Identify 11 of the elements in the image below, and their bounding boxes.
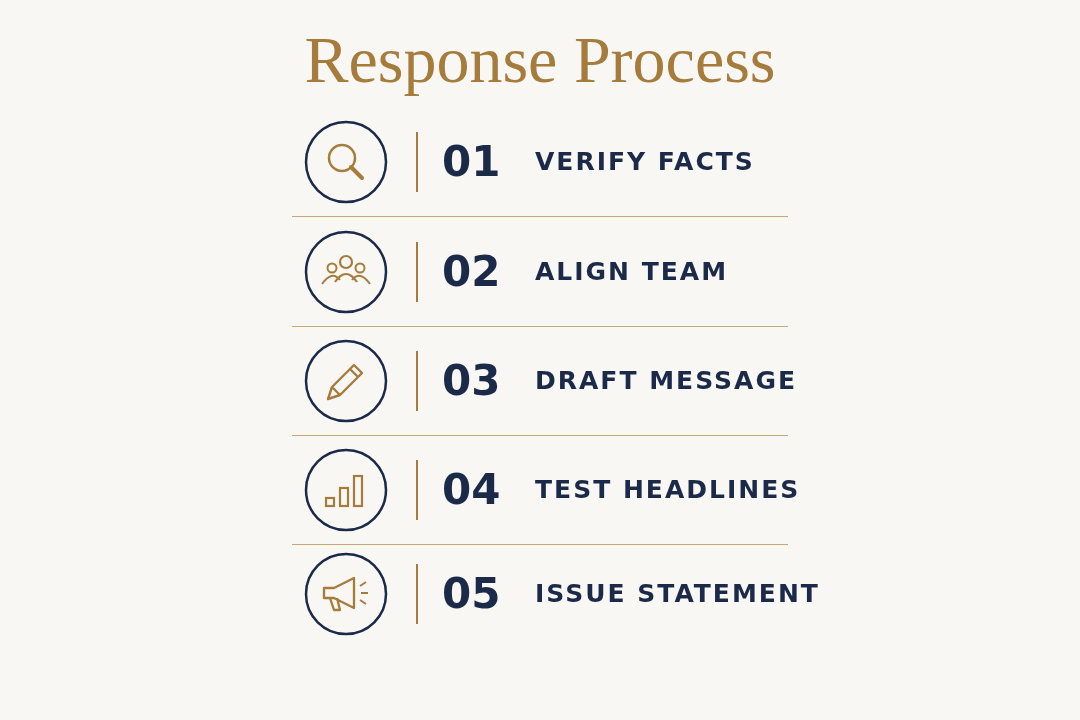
step-number: 05 xyxy=(442,569,501,619)
step-label: ISSUE STATEMENT xyxy=(535,579,820,609)
step-number: 01 xyxy=(442,137,501,187)
step-number: 04 xyxy=(442,465,501,515)
step-label: VERIFY FACTS xyxy=(535,147,755,177)
step-number: 02 xyxy=(442,247,501,297)
title: Response Process xyxy=(303,22,777,98)
step-number: 03 xyxy=(442,356,501,406)
step-label: ALIGN TEAM xyxy=(535,257,729,287)
step-label: TEST HEADLINES xyxy=(535,475,801,505)
step-label: DRAFT MESSAGE xyxy=(535,366,797,396)
